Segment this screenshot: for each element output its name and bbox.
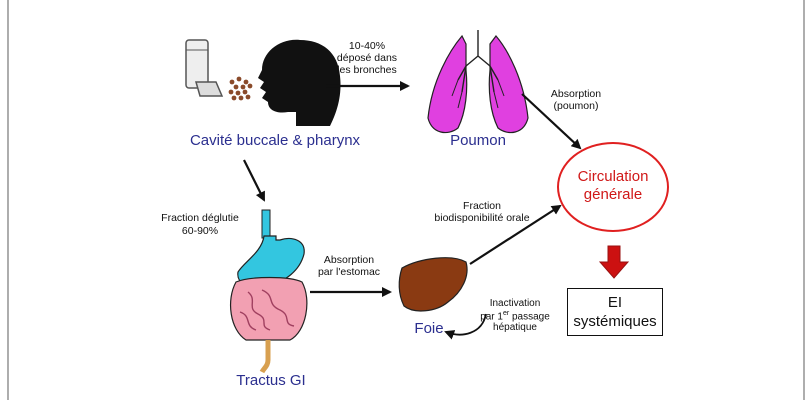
inactivation-line3: hépatique	[493, 322, 537, 333]
circulation-label-line1: Circulation	[577, 168, 649, 185]
head-silhouette-icon	[258, 39, 341, 126]
gi-label: Tractus GI	[236, 372, 306, 389]
deposit-annotation-line2: déposé dans	[336, 52, 398, 64]
swallow-annotation-line2: 60-90%	[181, 225, 219, 237]
liver-label: Foie	[414, 320, 444, 337]
lung-absorption-line1: Absorption	[550, 88, 602, 100]
outer-frame	[7, 0, 805, 400]
circulation-label-line2: générale	[583, 186, 643, 203]
arrow-mouth-to-gi	[243, 159, 265, 202]
lung-absorption-line2: (poumon)	[553, 100, 599, 112]
oral-fraction-line2: biodisponibilité orale	[434, 212, 530, 224]
down-arrow-icon	[598, 245, 630, 279]
lung-icon	[427, 30, 529, 134]
stomach-absorption-line2: par l'estomac	[317, 266, 381, 278]
stomach-absorption-line1: Absorption	[323, 254, 375, 266]
intestine-icon	[229, 276, 308, 374]
inactivation-line1: Inactivation	[489, 298, 541, 309]
spray-particles-icon	[228, 76, 253, 101]
ei-label-line1: EI	[607, 294, 623, 311]
mouth-label: Cavité buccale & pharynx	[189, 132, 361, 149]
liver-icon	[398, 257, 468, 312]
circulation-node	[557, 142, 669, 232]
ei-label-line2: systémiques	[573, 313, 657, 330]
deposit-annotation-line3: les bronches	[337, 64, 397, 76]
arrow-lung-to-circulation	[521, 93, 582, 150]
arrow-liver-to-circulation	[469, 204, 562, 265]
ei-box	[567, 288, 663, 336]
oral-fraction-line1: Fraction	[463, 200, 501, 212]
swallow-annotation-line1: Fraction déglutie	[161, 212, 239, 224]
deposit-annotation-line1: 10-40%	[348, 40, 386, 52]
inactivation-line2: par 1er passage	[480, 310, 550, 323]
lung-label: Poumon	[450, 132, 506, 149]
hepatic-loop-arrow	[444, 313, 487, 340]
inhaler-icon	[185, 39, 224, 97]
